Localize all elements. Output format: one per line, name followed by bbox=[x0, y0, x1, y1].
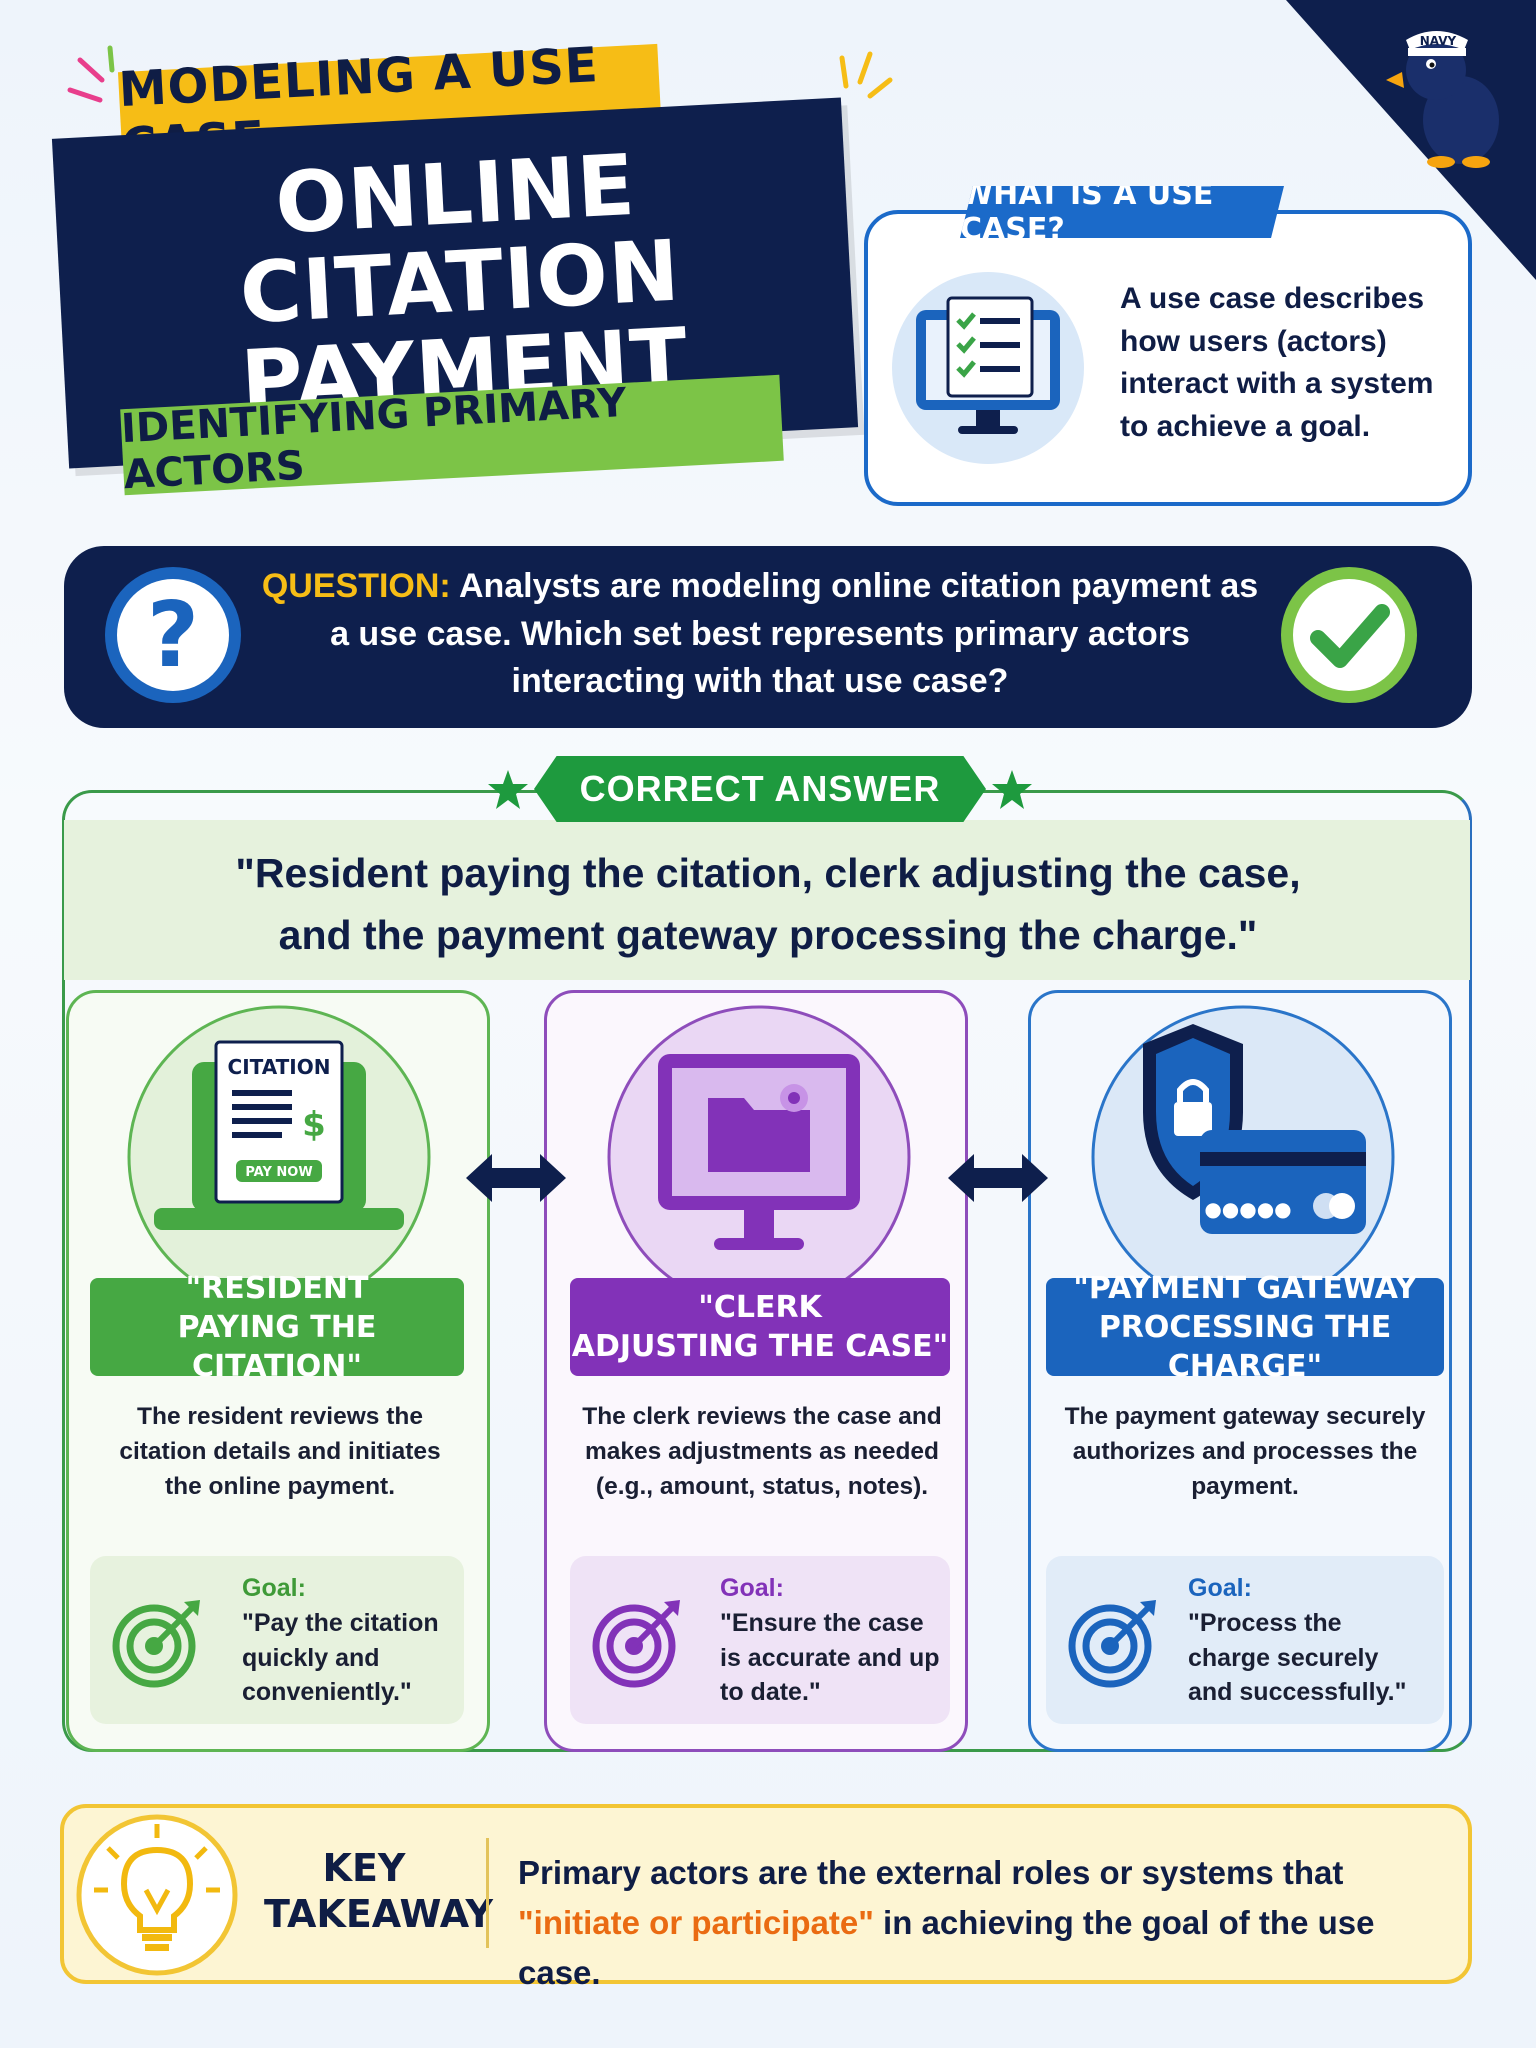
checklist-monitor-icon bbox=[892, 272, 1084, 464]
correct-answer-tag: CORRECT ANSWER bbox=[534, 756, 986, 822]
actor-description-resident: The resident reviews the citation detail… bbox=[119, 1403, 441, 1500]
actor-description-clerk: The clerk reviews the case and makes adj… bbox=[582, 1403, 942, 1500]
question-text-block: QUESTION: Analysts are modeling online c… bbox=[260, 563, 1260, 706]
citation-label: CITATION bbox=[228, 1055, 331, 1079]
spark-decoration bbox=[67, 45, 115, 103]
navy-mascot-corner: NAVY bbox=[1286, 0, 1536, 280]
actor-title-line: "PAYMENT GATEWAY bbox=[1073, 1270, 1417, 1306]
key-takeaway-text: Primary actors are the external roles or… bbox=[518, 1848, 1458, 1998]
actor-title-line: PAYING THE CITATION" bbox=[177, 1309, 377, 1384]
takeaway-text-start: Primary actors are the external roles or… bbox=[518, 1854, 1344, 1891]
target-icon bbox=[592, 1600, 680, 1688]
pay-now-label: PAY NOW bbox=[245, 1165, 312, 1180]
answer-quote-line-2: and the payment gateway processing the c… bbox=[278, 912, 1258, 959]
laptop-citation-icon: CITATION $ PAY NOW bbox=[127, 1005, 431, 1309]
question-mark-icon: ? bbox=[105, 567, 241, 703]
key-takeaway-label-line: TAKEAWAY bbox=[264, 1891, 493, 1936]
svg-text:●●●●●: ●●●●● bbox=[1204, 1197, 1291, 1221]
actor-title-line: "RESIDENT bbox=[185, 1270, 369, 1306]
divider bbox=[486, 1838, 489, 1948]
actor-title-clerk: "CLERK ADJUSTING THE CASE" bbox=[570, 1278, 950, 1376]
answer-quote-box bbox=[64, 820, 1470, 980]
goal-label-payment-gateway: Goal: bbox=[1188, 1574, 1252, 1602]
goal-label-resident: Goal: bbox=[242, 1574, 306, 1602]
checkmark-icon bbox=[1281, 567, 1417, 703]
target-icon bbox=[1068, 1600, 1156, 1688]
actor-title-line: "CLERK bbox=[698, 1290, 822, 1325]
shield-lock-card-icon: ●●●●● bbox=[1091, 1005, 1395, 1309]
star-icon bbox=[992, 770, 1032, 809]
svg-text:$: $ bbox=[302, 1105, 326, 1145]
spark-decoration bbox=[839, 51, 893, 99]
answer-quote: "Resident paying the citation, clerk adj… bbox=[120, 842, 1416, 967]
answer-quote-line-1: "Resident paying the citation, clerk adj… bbox=[235, 850, 1301, 896]
key-takeaway-box bbox=[60, 1804, 1472, 1984]
goal-text-resident: "Pay the citation quickly and convenient… bbox=[242, 1609, 439, 1706]
target-icon bbox=[112, 1600, 200, 1688]
mascot-cap-text: NAVY bbox=[1420, 34, 1457, 48]
actor-description-payment-gateway: The payment gateway securely authorizes … bbox=[1064, 1403, 1426, 1500]
goal-text-clerk: "Ensure the case is accurate and up to d… bbox=[720, 1609, 940, 1706]
takeaway-text-end: in achieving the goal of the use case. bbox=[518, 1904, 1375, 1992]
lightbulb-icon bbox=[76, 1814, 238, 1976]
goal-label-clerk: Goal: bbox=[720, 1574, 784, 1602]
key-takeaway-label-line: KEY bbox=[322, 1846, 406, 1890]
actor-title-line: PROCESSING THE CHARGE" bbox=[1098, 1309, 1392, 1384]
duck-mascot-icon bbox=[1386, 31, 1499, 168]
actor-title-resident: "RESIDENT PAYING THE CITATION" bbox=[90, 1271, 464, 1384]
takeaway-highlight: "initiate or participate" bbox=[518, 1904, 874, 1942]
main-title-line-1: ONLINE CITATION bbox=[237, 135, 683, 343]
actor-title-payment-gateway: "PAYMENT GATEWAY PROCESSING THE CHARGE" bbox=[1046, 1271, 1444, 1384]
definition-heading: WHAT IS A USE CASE? bbox=[960, 186, 1284, 238]
key-takeaway-label: KEY TAKEAWAY bbox=[264, 1846, 493, 1937]
svg-text:?: ? bbox=[147, 583, 199, 688]
bidirectional-arrow-icon bbox=[466, 1154, 566, 1202]
bidirectional-arrow-icon bbox=[948, 1154, 1048, 1202]
question-bar bbox=[64, 546, 1472, 728]
question-label: QUESTION: bbox=[261, 567, 451, 605]
question-text: Analysts are modeling online citation pa… bbox=[330, 567, 1259, 701]
definition-text: A use case describes how users (actors) … bbox=[1120, 282, 1434, 443]
monitor-folder-icon bbox=[607, 1005, 911, 1309]
star-icon bbox=[488, 770, 528, 809]
actor-title-line: ADJUSTING THE CASE" bbox=[571, 1329, 949, 1364]
goal-text-payment-gateway: "Process the charge securely and success… bbox=[1188, 1609, 1407, 1706]
